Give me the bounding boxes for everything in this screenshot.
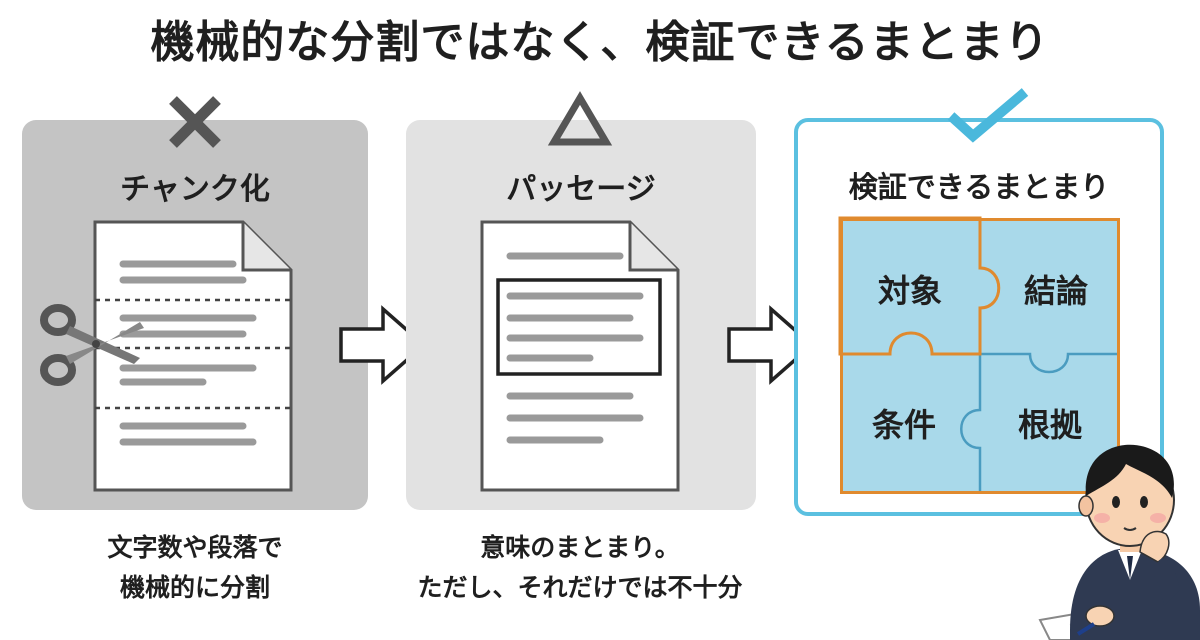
caption-line: ただし、それだけでは不十分 [417, 573, 743, 602]
page-title: 機械的な分割ではなく、検証できるまとまり [150, 17, 1050, 68]
panel-passage-heading: パッセージ [506, 172, 656, 207]
puzzle: 対象 結論 条件 根拠 [838, 216, 1120, 494]
businessman-illustration [1038, 444, 1200, 640]
caption-chunking: 文字数や段落で 機械的に分割 [40, 528, 350, 608]
puzzle-piece-condition: 条件 [872, 406, 936, 444]
document-passage-icon [480, 220, 680, 492]
triangle-icon [547, 91, 613, 146]
scissors-icon [40, 304, 144, 386]
caption-line: 機械的に分割 [119, 573, 270, 602]
puzzle-piece-evidence: 根拠 [1018, 406, 1083, 444]
document-split-icon [93, 220, 293, 492]
check-icon [947, 88, 1029, 143]
arrow-right-icon [727, 305, 815, 385]
panel-verifiable-heading: 検証できるまとまり [848, 170, 1110, 204]
caption-line: 文字数や段落で [107, 533, 283, 562]
puzzle-piece-target: 対象 [878, 272, 942, 310]
puzzle-piece-conclusion: 結論 [1024, 272, 1088, 310]
cross-icon [169, 96, 221, 148]
caption-line: 意味のまとまり。 [480, 533, 680, 562]
panel-chunking-heading: チャンク化 [120, 172, 270, 207]
arrow-right-icon [339, 305, 427, 385]
caption-passage: 意味のまとまり。 ただし、それだけでは不十分 [360, 528, 800, 608]
